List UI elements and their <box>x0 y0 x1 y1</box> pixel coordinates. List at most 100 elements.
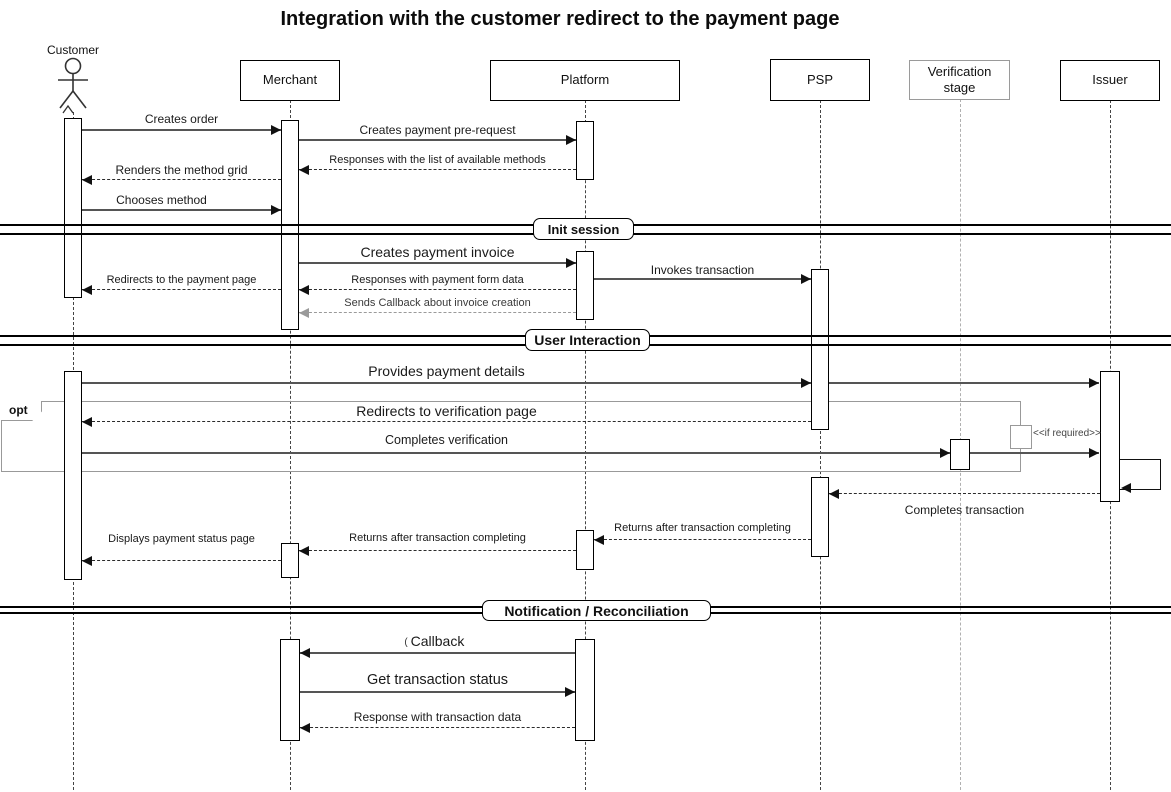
participant-label: Issuer <box>1092 72 1128 88</box>
message-label: Displays payment status page <box>108 533 255 545</box>
arrowhead-right-icon <box>1089 448 1099 458</box>
message-line <box>82 289 281 290</box>
arrowhead-left-icon <box>300 723 310 733</box>
message-line <box>82 129 281 131</box>
participant-box-merchant: Merchant <box>240 60 340 101</box>
arrowhead-right-icon <box>271 125 281 135</box>
lifeline-psp <box>819 100 821 790</box>
participant-label: Verification stage <box>927 63 992 95</box>
message-line <box>299 550 576 551</box>
arrowhead-left-icon <box>300 648 310 658</box>
section-label-text: Init session <box>547 221 620 237</box>
message-line <box>300 727 575 728</box>
activation-bar-merchant-3 <box>280 639 300 741</box>
participant-box-verification-stage: Verification stage <box>909 60 1010 100</box>
arrowhead-left-icon <box>829 489 839 499</box>
arrowhead-left-icon <box>82 556 92 566</box>
activation-bar-platform-4 <box>575 639 595 741</box>
message-label: Redirects to the payment page <box>106 274 257 286</box>
activation-bar-issuer <box>1100 371 1120 502</box>
message-line <box>300 691 575 693</box>
participant-box-psp: PSP <box>770 59 870 101</box>
arrowhead-right-icon <box>566 258 576 268</box>
message-line <box>829 493 1100 494</box>
message-line <box>82 179 281 180</box>
message-label: Provides payment details <box>368 363 525 379</box>
actor-customer-icon <box>55 57 91 114</box>
arrowhead-right-icon <box>801 378 811 388</box>
if-required-box <box>1010 425 1032 449</box>
message-line <box>299 312 576 313</box>
arrowhead-left-icon <box>82 417 92 427</box>
message-line <box>82 560 281 561</box>
message-label: Chooses method <box>116 193 207 207</box>
message-line <box>970 452 1099 454</box>
message-line <box>299 139 576 141</box>
message-label: Creates order <box>144 112 219 126</box>
message-line <box>82 452 950 454</box>
section-label-user-interaction: User Interaction <box>525 329 650 351</box>
message-label: Get transaction status <box>366 672 509 688</box>
arrowhead-left-icon <box>299 285 309 295</box>
arrowhead-right-icon <box>940 448 950 458</box>
message-line <box>594 278 811 280</box>
message-label: Renders the method grid <box>115 163 248 177</box>
lifeline-merchant <box>289 100 291 790</box>
message-line <box>300 652 575 654</box>
activation-bar-platform-2 <box>576 251 594 320</box>
arrowhead-right-icon <box>566 135 576 145</box>
page-title: Integration with the customer redirect t… <box>280 8 840 30</box>
message-line <box>82 209 281 211</box>
lifeline-platform <box>584 100 586 790</box>
message-label: Creates payment pre-request <box>359 123 516 137</box>
opt-fragment-label: opt <box>1 401 42 421</box>
arrowhead-left-icon <box>82 175 92 185</box>
message-label: Creates payment invoice <box>360 244 515 260</box>
arrowhead-right-icon <box>565 687 575 697</box>
message-line <box>82 421 811 422</box>
message-label: Response with transaction data <box>353 710 522 724</box>
arrowhead-left-icon <box>594 535 604 545</box>
section-label-notification-reconciliation: Notification / Reconciliation <box>482 600 711 621</box>
activation-bar-verification <box>950 439 970 470</box>
callback-cursor-mark: ( <box>404 637 408 648</box>
participant-box-platform: Platform <box>490 60 680 101</box>
participant-label: PSP <box>806 71 833 87</box>
message-label: Completes verification <box>385 433 508 447</box>
message-line <box>829 382 1099 384</box>
arrowhead-left-icon <box>1121 483 1131 493</box>
arrowhead-left-icon <box>82 285 92 295</box>
message-label: Returns after transaction completing <box>614 522 791 534</box>
message-label: Responses with payment form data <box>351 274 524 286</box>
message-label: Responses with the list of available met… <box>329 154 546 166</box>
message-label: Sends Callback about invoice creation <box>344 297 531 309</box>
message-label: Callback <box>410 633 465 649</box>
actor-customer-label: Customer <box>46 43 99 57</box>
message-label: Invokes transaction <box>650 263 755 277</box>
if-required-label: <<if required>> <box>1033 428 1101 439</box>
arrowhead-left-icon <box>299 308 309 318</box>
activation-bar-customer-1 <box>64 118 82 298</box>
arrowhead-left-icon <box>299 165 309 175</box>
message-label: Redirects to verification page <box>356 403 537 419</box>
message-label: Returns after transaction completing <box>349 532 526 544</box>
activation-bar-customer-2 <box>64 371 82 580</box>
section-label-init-session: Init session <box>533 218 634 240</box>
participant-label: Merchant <box>262 72 318 88</box>
message-line <box>299 262 576 264</box>
arrowhead-left-icon <box>299 546 309 556</box>
activation-bar-merchant-2 <box>281 543 299 578</box>
message-line <box>594 539 811 540</box>
message-line <box>299 169 576 170</box>
section-label-text: Notification / Reconciliation <box>504 602 689 619</box>
activation-bar-platform-1 <box>576 121 594 180</box>
message-label: Completes transaction <box>904 503 1025 517</box>
activation-bar-psp-1 <box>811 269 829 430</box>
arrowhead-right-icon <box>801 274 811 284</box>
participant-box-issuer: Issuer <box>1060 60 1160 101</box>
issuer-self-message-loop <box>1120 459 1161 490</box>
section-label-text: User Interaction <box>534 332 641 348</box>
arrowhead-right-icon <box>271 205 281 215</box>
activation-bar-platform-3 <box>576 530 594 570</box>
